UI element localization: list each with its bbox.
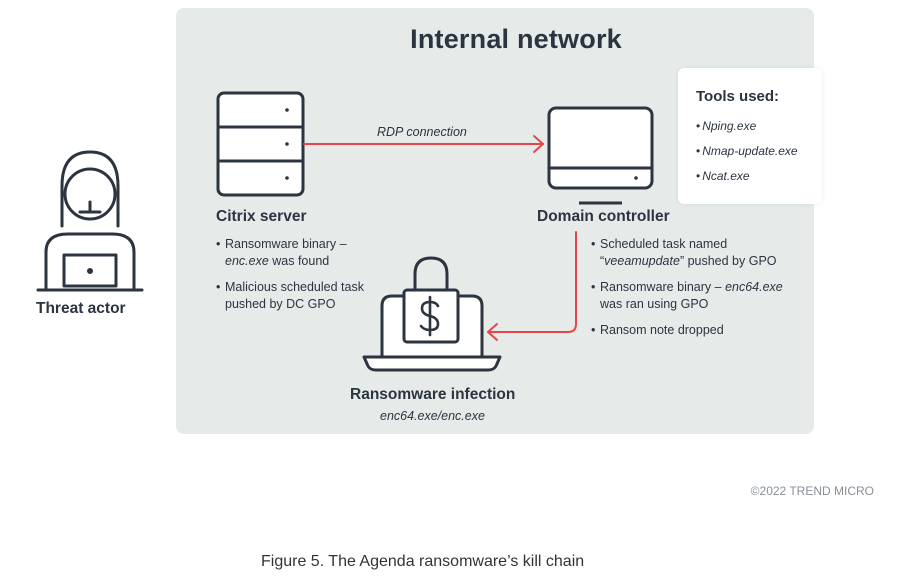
dc-note-2: Ransomware binary – enc64.exe was ran us… [591, 279, 783, 313]
tool-item: •Nping.exe [696, 119, 757, 133]
dc-note-1-task-name: veeamupdate [604, 254, 680, 268]
rdp-connection-label: RDP connection [377, 125, 467, 139]
dc-note-3-line1: Ransom note dropped [600, 323, 724, 337]
tools-used-heading: Tools used: [696, 88, 780, 105]
dollar-icon [419, 295, 440, 337]
tool-item-label: Nmap-update.exe [702, 144, 798, 158]
threat-actor-icon [36, 150, 144, 292]
dc-note-2-file: enc64.exe [725, 280, 783, 294]
dc-note-1-suffix: ” pushed by GPO [679, 254, 777, 268]
citrix-server-notes: Ransomware binary – enc.exe was found Ma… [216, 236, 364, 322]
figure-caption: Figure 5. The Agenda ransomware’s kill c… [261, 553, 585, 570]
citrix-server-label: Citrix server [216, 208, 307, 225]
domain-controller-notes: Scheduled task named “veeamupdate” pushe… [591, 236, 783, 348]
tool-item-label: Nping.exe [702, 119, 757, 133]
citrix-note-1-suffix: was found [268, 254, 330, 268]
citrix-note-2-line1: Malicious scheduled task [225, 280, 364, 294]
threat-actor-label: Threat actor [36, 300, 126, 317]
citrix-server-icon [216, 91, 305, 197]
diagram-title: Internal network [410, 24, 622, 54]
tool-item: •Nmap-update.exe [696, 144, 798, 158]
infection-arrow [487, 231, 577, 341]
citrix-note-1-file: enc.exe [225, 254, 269, 268]
rdp-connection-arrow [303, 135, 544, 153]
citrix-note-2: Malicious scheduled task pushed by DC GP… [216, 279, 364, 313]
citrix-note-1: Ransomware binary – enc.exe was found [216, 236, 364, 270]
citrix-note-1-line1: Ransomware binary – [225, 237, 347, 251]
dc-note-2-line2: was ran using GPO [600, 297, 709, 311]
dc-note-1-line1: Scheduled task named [600, 237, 728, 251]
ransomware-infection-label: Ransomware infection [350, 386, 516, 403]
dc-note-2-prefix: Ransomware binary – [600, 280, 726, 294]
domain-controller-label: Domain controller [537, 208, 670, 225]
ransomware-infection-files: enc64.exe/enc.exe [380, 409, 485, 423]
tools-used-list: •Nping.exe •Nmap-update.exe •Ncat.exe [696, 114, 798, 189]
domain-controller-icon [547, 106, 654, 205]
copyright-notice: ©2022 TREND MICRO [750, 484, 874, 498]
dc-note-1-open-quote: “ [600, 254, 605, 268]
tool-item-label: Ncat.exe [702, 169, 750, 183]
tool-item: •Ncat.exe [696, 169, 750, 183]
dc-note-3: Ransom note dropped [591, 322, 783, 339]
dc-note-1: Scheduled task named “veeamupdate” pushe… [591, 236, 783, 270]
citrix-note-2-line2: pushed by DC GPO [225, 297, 336, 311]
tools-used-card: Tools used: •Nping.exe •Nmap-update.exe … [678, 68, 822, 204]
